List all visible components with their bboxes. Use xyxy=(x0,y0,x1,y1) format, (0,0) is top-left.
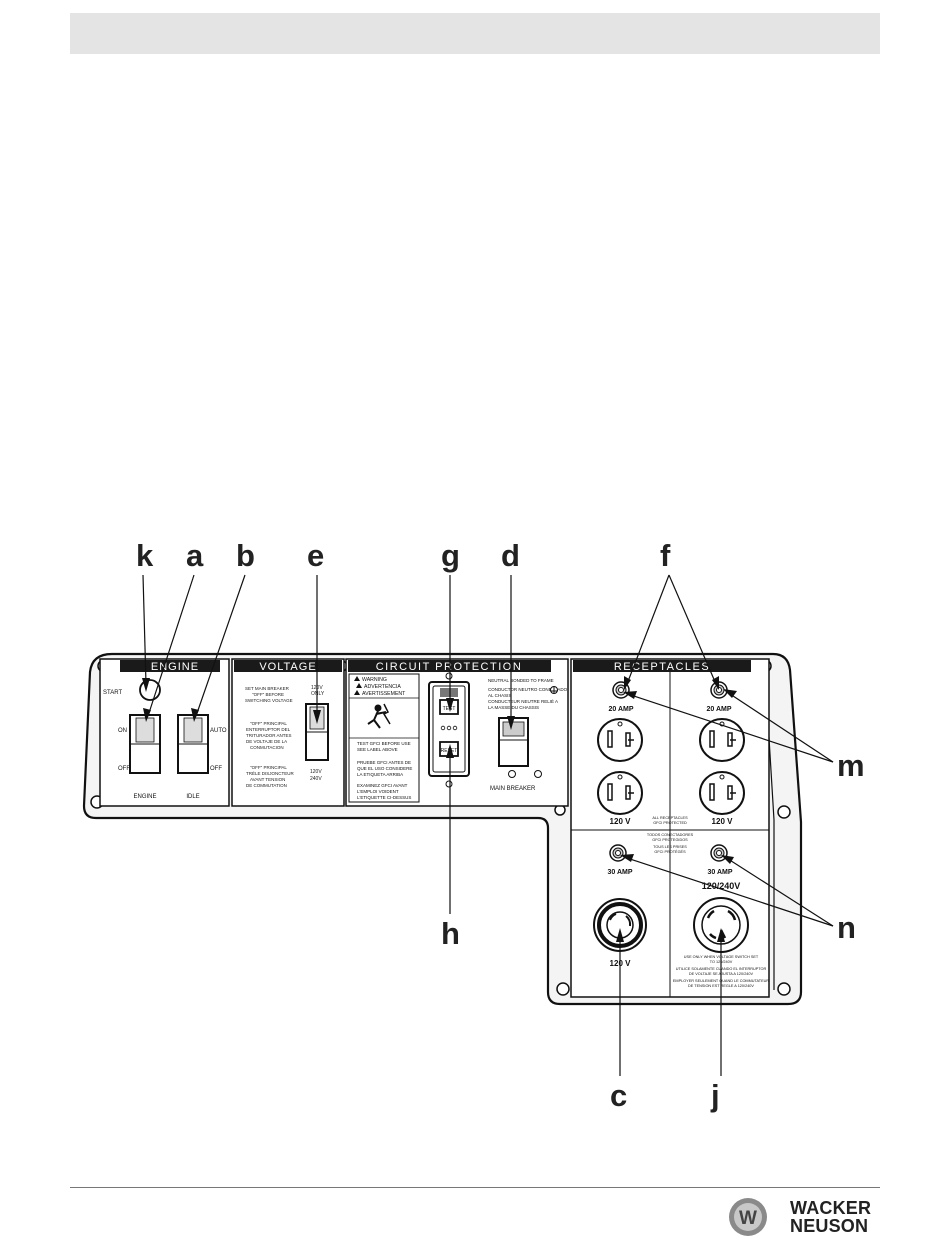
engine-title: ENGINE xyxy=(151,661,199,673)
neutral-bonded-text: NEUTRAL BONDED TO FRAME CONDUCTOR NEUTRO… xyxy=(488,678,568,710)
v120-left-label: 120 V xyxy=(610,817,632,826)
receptacles-title: RECEPTACLES xyxy=(614,661,710,673)
engine-on-label: ON xyxy=(118,728,127,734)
svg-text:W: W xyxy=(739,1208,757,1229)
callout-m: m xyxy=(837,748,865,783)
svg-text:TEST: TEST xyxy=(443,706,456,712)
amp30-left-label: 30 AMP xyxy=(607,869,632,876)
callout-e: e xyxy=(307,538,325,573)
callout-b: b xyxy=(236,538,255,573)
svg-text:GFCI PROTÉGÉS: GFCI PROTÉGÉS xyxy=(654,849,686,854)
svg-text:QUE EL USO CONSIDERE: QUE EL USO CONSIDERE xyxy=(357,766,412,771)
svg-text:NEUTRAL BONDED TO FRAME: NEUTRAL BONDED TO FRAME xyxy=(488,678,554,683)
leader-lines xyxy=(142,574,834,1076)
svg-text:GFCI PROTECTED: GFCI PROTECTED xyxy=(653,821,687,825)
voltage-120-bottom: 120V xyxy=(310,769,322,775)
callout-k: k xyxy=(136,538,154,573)
svg-text:AL CHASIS: AL CHASIS xyxy=(488,693,511,698)
shock-hazard-icon xyxy=(367,703,391,729)
voltage-240: 240V xyxy=(310,776,322,782)
ground-symbol-icon xyxy=(550,686,558,694)
wacker-neuson-logo: W WACKER NEUSON xyxy=(726,1196,886,1238)
amp20-left-label: 20 AMP xyxy=(608,706,633,713)
footer-rule xyxy=(70,1187,880,1188)
svg-text:TOUS LES PRISES: TOUS LES PRISES xyxy=(653,845,687,849)
svg-text:SET MAIN BREAKER: SET MAIN BREAKER xyxy=(245,686,290,691)
warning-triangle-icons xyxy=(354,676,362,695)
svg-text:L'ETIQUETTE CI-DESSUS: L'ETIQUETTE CI-DESSUS xyxy=(357,795,411,800)
outlet-left-top xyxy=(597,718,643,762)
engine-off-label: OFF xyxy=(118,766,130,772)
svg-text:TRITURADOR ANTES: TRITURADOR ANTES xyxy=(246,733,292,738)
voltage-note-es: "OFF" PRINCIPAL ENTERRUPTOR DEL TRITURAD… xyxy=(246,721,292,750)
voltage-title-bar xyxy=(234,660,342,672)
leader-arrowheads xyxy=(142,676,737,942)
svg-text:ADVERTENCIA: ADVERTENCIA xyxy=(364,684,401,690)
warning-text: WARNING ADVERTENCIA AVERTISSEMENT xyxy=(362,677,406,697)
idle-auto-label: AUTO xyxy=(210,728,227,734)
idle-off-label: OFF xyxy=(210,766,222,772)
svg-text:AVERTISSEMENT: AVERTISSEMENT xyxy=(362,691,406,697)
svg-text:ALL RECEPTACLES: ALL RECEPTACLES xyxy=(652,816,688,820)
svg-text:CONDUCTOR NEUTRO CONECTADO: CONDUCTOR NEUTRO CONECTADO xyxy=(488,687,568,692)
svg-text:PRUEBE GFCI ANTES DE: PRUEBE GFCI ANTES DE xyxy=(357,760,411,765)
twist-lock-120-240v xyxy=(693,897,749,953)
svg-text:TEST GFCI BEFORE USE: TEST GFCI BEFORE USE xyxy=(357,741,411,746)
amp20-right-label: 20 AMP xyxy=(706,706,731,713)
outlet-right-bottom xyxy=(699,771,745,815)
callout-g: g xyxy=(441,538,460,573)
svg-text:TRÉLE DISJONCTEUR: TRÉLE DISJONCTEUR xyxy=(246,770,295,776)
svg-text:LA ETIQUETA ARRIBA: LA ETIQUETA ARRIBA xyxy=(357,772,403,777)
engine-start-label: START xyxy=(103,690,122,696)
wacker-neuson-logo-mark: W xyxy=(729,1198,767,1236)
circuit-protection-title: CIRCUIT PROTECTION xyxy=(376,661,523,673)
svg-text:CONMUTACION: CONMUTACION xyxy=(250,745,284,750)
svg-text:"OFF" PRINCIPAL: "OFF" PRINCIPAL xyxy=(250,721,287,726)
svg-text:SEE LABEL ABOVE: SEE LABEL ABOVE xyxy=(357,747,398,752)
voltage-note-fr: "OFF" PRINCIPAL TRÉLE DISJONCTEUR AVANT … xyxy=(246,765,295,788)
voltage-title: VOLTAGE xyxy=(259,661,316,673)
main-breaker-label: MAIN BREAKER xyxy=(490,786,536,792)
svg-text:L'EMPLOI VOIDENT: L'EMPLOI VOIDENT xyxy=(357,789,399,794)
svg-text:TODOS CONECTADORES: TODOS CONECTADORES xyxy=(647,833,694,837)
svg-text:GFCI PROTEGIDOS: GFCI PROTEGIDOS xyxy=(652,838,688,842)
callout-h: h xyxy=(441,916,460,951)
callout-n: n xyxy=(837,910,856,945)
svg-text:DE COMMUTATION: DE COMMUTATION xyxy=(246,783,287,788)
breaker-30amp-left xyxy=(609,844,627,862)
voltage-only: ONLY xyxy=(311,691,325,697)
amp30-right-label: 30 AMP xyxy=(707,869,732,876)
svg-text:LA MASSE DU CHASSIS: LA MASSE DU CHASSIS xyxy=(488,705,539,710)
callout-a: a xyxy=(186,538,204,573)
svg-text:WARNING: WARNING xyxy=(362,677,387,683)
engine-switch-label: ENGINE xyxy=(133,794,156,800)
svg-text:EXAMINEZ GFCI AVANT: EXAMINEZ GFCI AVANT xyxy=(357,783,408,788)
svg-text:CONDUCTEUR NEUTRE RELIÉ A: CONDUCTEUR NEUTRE RELIÉ A xyxy=(488,698,558,704)
v120-240-label: 120/240V xyxy=(702,881,741,891)
svg-text:"OFF" BEFORE: "OFF" BEFORE xyxy=(252,692,284,697)
test-gfci-text: TEST GFCI BEFORE USE SEE LABEL ABOVE PRU… xyxy=(357,741,412,800)
svg-text:SWITCHING VOLTAGE: SWITCHING VOLTAGE xyxy=(245,698,293,703)
svg-text:ENTERRUPTOR DEL: ENTERRUPTOR DEL xyxy=(246,727,291,732)
gfci-indicator-icons xyxy=(440,725,458,731)
svg-text:AVANT TENSION: AVANT TENSION xyxy=(250,777,285,782)
logo-line-1: WACKER xyxy=(790,1198,872,1218)
callout-d: d xyxy=(501,538,520,573)
gfci-protected-note: ALL RECEPTACLES GFCI PROTECTED TODOS CON… xyxy=(647,816,694,854)
outlet-left-bottom xyxy=(597,771,643,815)
svg-text:DE VOLTAJE DE LA: DE VOLTAJE DE LA xyxy=(246,739,287,744)
callout-c: c xyxy=(610,1078,628,1113)
logo-line-2: NEUSON xyxy=(790,1216,869,1236)
svg-text:"OFF" PRINCIPAL: "OFF" PRINCIPAL xyxy=(250,765,287,770)
callout-f: f xyxy=(660,538,671,573)
callout-j: j xyxy=(711,1078,720,1113)
idle-switch-label: IDLE xyxy=(186,794,199,800)
v120-right-label: 120 V xyxy=(712,817,734,826)
header-bar xyxy=(70,13,880,54)
voltage-note-en: SET MAIN BREAKER "OFF" BEFORE SWITCHING … xyxy=(245,686,293,703)
